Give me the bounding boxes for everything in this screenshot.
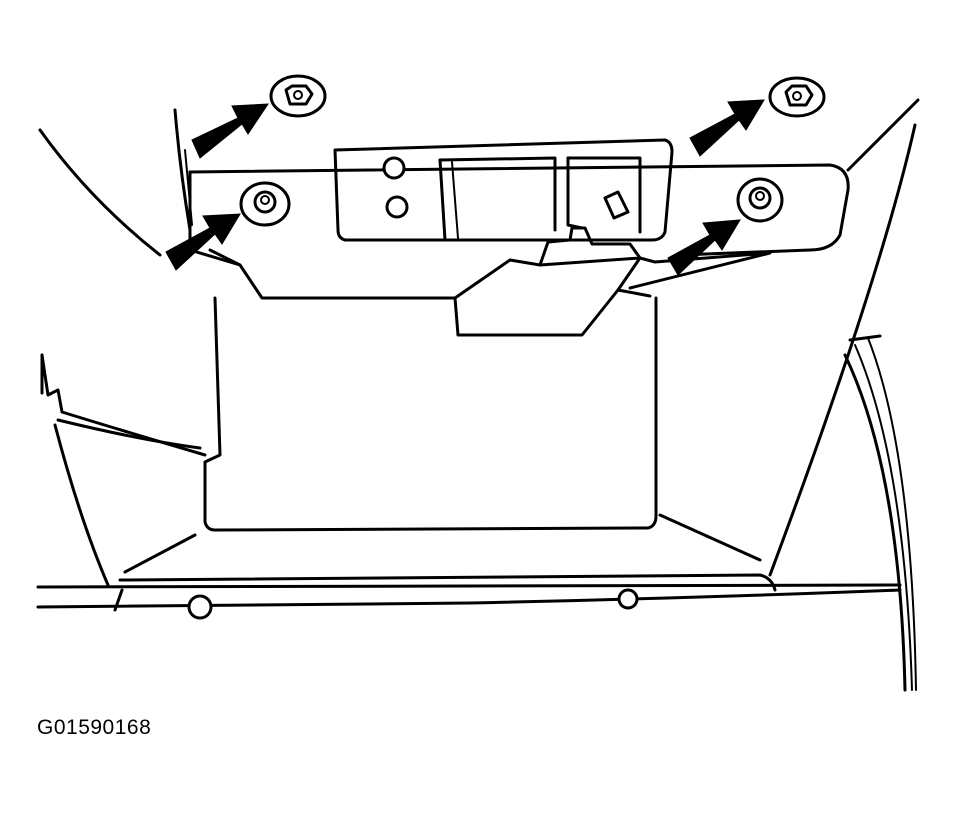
arrow-icon <box>191 103 269 159</box>
left-lower-trim <box>40 353 777 592</box>
right-pillar <box>768 98 920 692</box>
upper-left-nut <box>269 74 327 118</box>
latch-tongue <box>453 226 772 337</box>
arrow-icon <box>165 213 241 271</box>
glove-box-door <box>203 296 658 532</box>
figure-code: G01590168 <box>37 716 152 739</box>
lower-dash-edge <box>36 583 902 620</box>
arrow-icon <box>667 219 741 276</box>
left-pillar <box>38 108 193 257</box>
arrow-icon <box>689 99 765 157</box>
lower-left-screw <box>239 181 291 227</box>
dash-mounting-panel <box>188 163 850 300</box>
upper-right-nut <box>768 76 826 118</box>
latch-bracket <box>333 138 674 242</box>
lower-right-screw <box>736 177 784 223</box>
